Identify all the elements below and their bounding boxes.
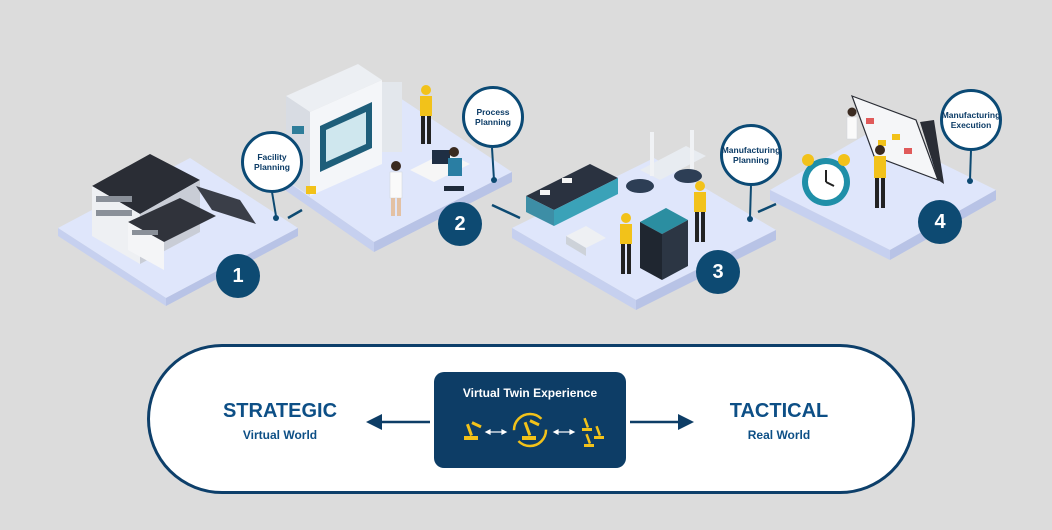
left-arrow	[366, 414, 430, 430]
virtual-twin-title: Virtual Twin Experience	[462, 386, 598, 400]
tactical-title: TACTICAL	[729, 400, 829, 422]
step-number-3: 3	[696, 250, 740, 294]
swap-arrows-icon-left	[484, 429, 508, 435]
step-label-process-planning: Process Planning	[462, 86, 524, 148]
virtual-twin-box: Virtual Twin Experience	[434, 372, 626, 468]
connector-lines	[287, 202, 777, 220]
label-pins	[271, 147, 972, 219]
robot-arms-icon-right	[582, 417, 604, 447]
strategy-panel	[147, 344, 915, 494]
platform-2	[262, 64, 512, 252]
step-label-facility-planning: Facility Planning	[241, 131, 303, 193]
step-number-4: 4	[918, 200, 962, 244]
platform-3	[512, 130, 776, 310]
strategic-subtitle: Virtual World	[242, 428, 318, 442]
label-pin-dots	[273, 177, 973, 222]
strategic-title: STRATEGIC	[222, 400, 338, 422]
cycle-robot-icon	[512, 412, 548, 448]
robot-arm-icon-left	[464, 421, 482, 440]
step-label-manufacturing-planning: Manufacturing Planning	[720, 124, 782, 186]
tactical-subtitle: Real World	[747, 428, 811, 442]
right-arrow	[630, 414, 694, 430]
virtual-twin-icons	[464, 412, 604, 448]
step-label-manufacturing-execution: Manufacturing Execution	[940, 89, 1002, 151]
step-number-1: 1	[216, 254, 260, 298]
step-number-2: 2	[438, 202, 482, 246]
swap-arrows-icon-right	[552, 429, 576, 435]
